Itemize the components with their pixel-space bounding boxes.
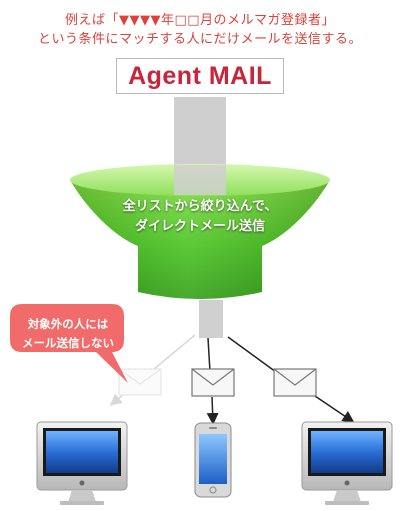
arrow-icon xyxy=(227,336,277,373)
smartphone-icon xyxy=(194,422,232,498)
agent-mail-logo: Agent MAIL xyxy=(116,58,284,94)
output-pipe xyxy=(199,300,223,338)
arrow-icon xyxy=(206,396,219,425)
bubble-label-line-1: 対象外の人には xyxy=(27,317,109,331)
envelope-icon xyxy=(118,368,162,396)
desktop-computer-icon xyxy=(301,421,393,505)
envelope-icon xyxy=(191,368,235,397)
funnel-label-line-1: 全リストから絞り込んで、 xyxy=(122,199,278,214)
desktop-computer-icon xyxy=(36,421,128,505)
envelope-icon xyxy=(273,368,317,397)
funnel-label-line-2: ダイレクトメール送信 xyxy=(134,219,265,234)
arrow-icon xyxy=(311,393,355,423)
bubble-label-line-2: メール送信しない xyxy=(22,336,114,350)
logo-text: Agent MAIL xyxy=(128,61,272,90)
arrow-icon xyxy=(207,337,211,373)
funnel xyxy=(70,164,330,299)
speech-bubble xyxy=(10,304,128,383)
caption-line-1: 例えば「▼▼▼▼年□□月のメルマガ登録者」 xyxy=(64,13,336,28)
caption-line-2: という条件にマッチする人にだけメールを送信する。 xyxy=(37,32,362,47)
